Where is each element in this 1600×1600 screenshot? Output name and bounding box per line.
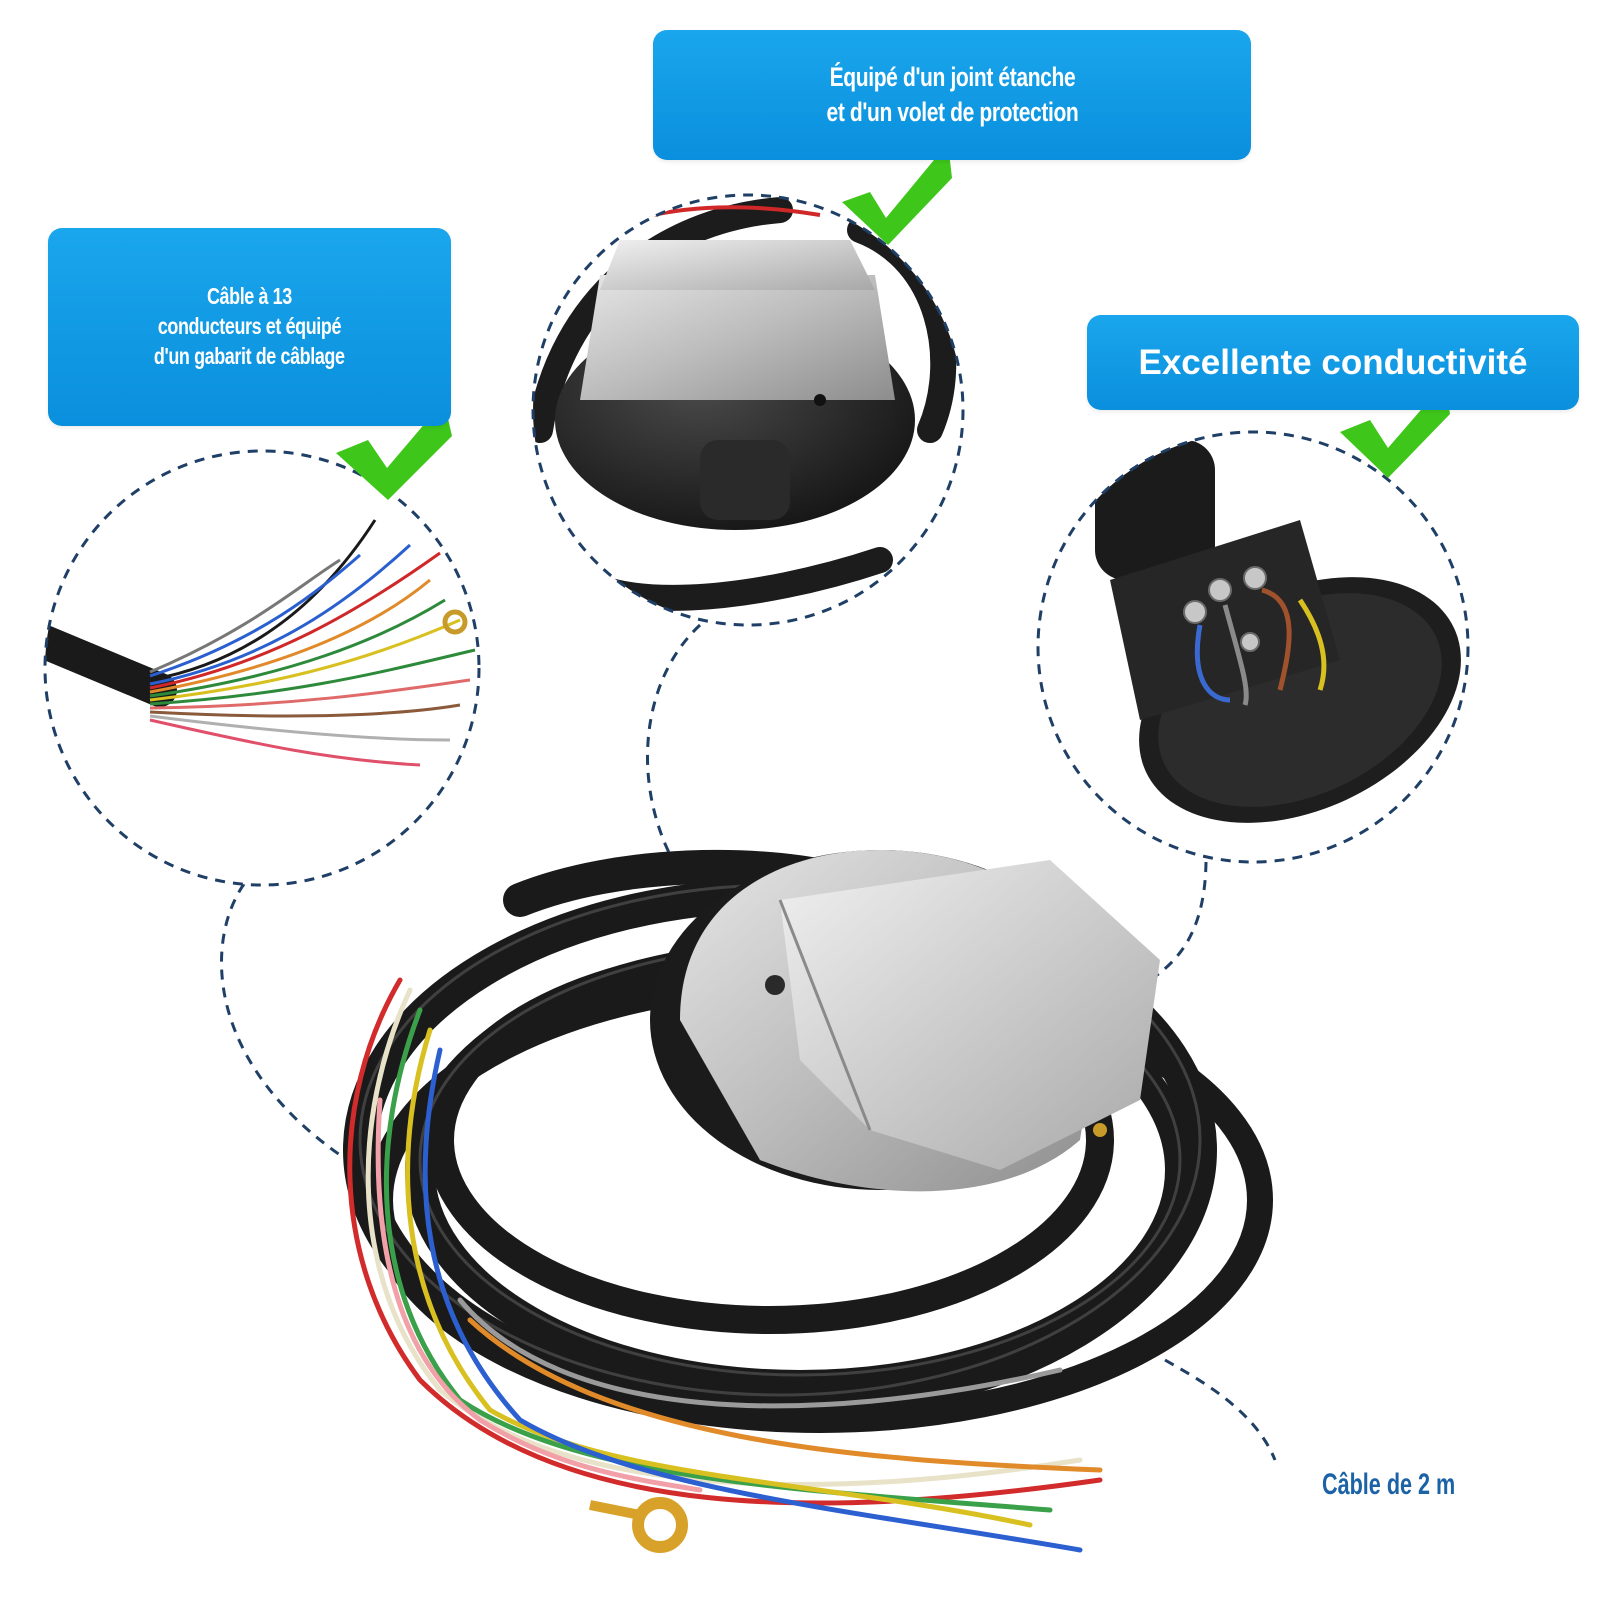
detail-circle-wires — [43, 449, 481, 887]
callout-line: et d'un volet de protection — [826, 97, 1078, 127]
callout-line: d'un gabarit de câblage — [154, 342, 345, 369]
detail-circle-socket — [531, 193, 965, 627]
connector-caption — [1164, 1358, 1277, 1461]
connector-right — [1149, 861, 1208, 982]
detail-circle-terminals — [1036, 430, 1470, 864]
callout-line: conducteurs et équipé — [157, 313, 342, 340]
callout-line: Équipé d'un joint étanche — [829, 61, 1075, 92]
check-icon-right — [1340, 382, 1450, 478]
cable-length-caption: Câble de 2 m — [1322, 1468, 1456, 1501]
callout-line: Câble à 13 — [207, 283, 292, 310]
connector-left — [220, 883, 341, 1157]
socket-flap — [780, 860, 1160, 1170]
check-icon-top — [842, 143, 952, 245]
ring-terminal — [632, 1497, 688, 1553]
callout-waterproof-seal: Équipé d'un joint étanche et d'un volet … — [653, 30, 1251, 160]
main-product-cable — [343, 849, 1273, 1553]
callout-line: Excellente conductivité — [1138, 342, 1528, 382]
callout-conductivity: Excellente conductivité — [1087, 315, 1579, 410]
callout-cable-13-conductors: Câble à 13 conducteurs et équipé d'un ga… — [48, 228, 451, 426]
